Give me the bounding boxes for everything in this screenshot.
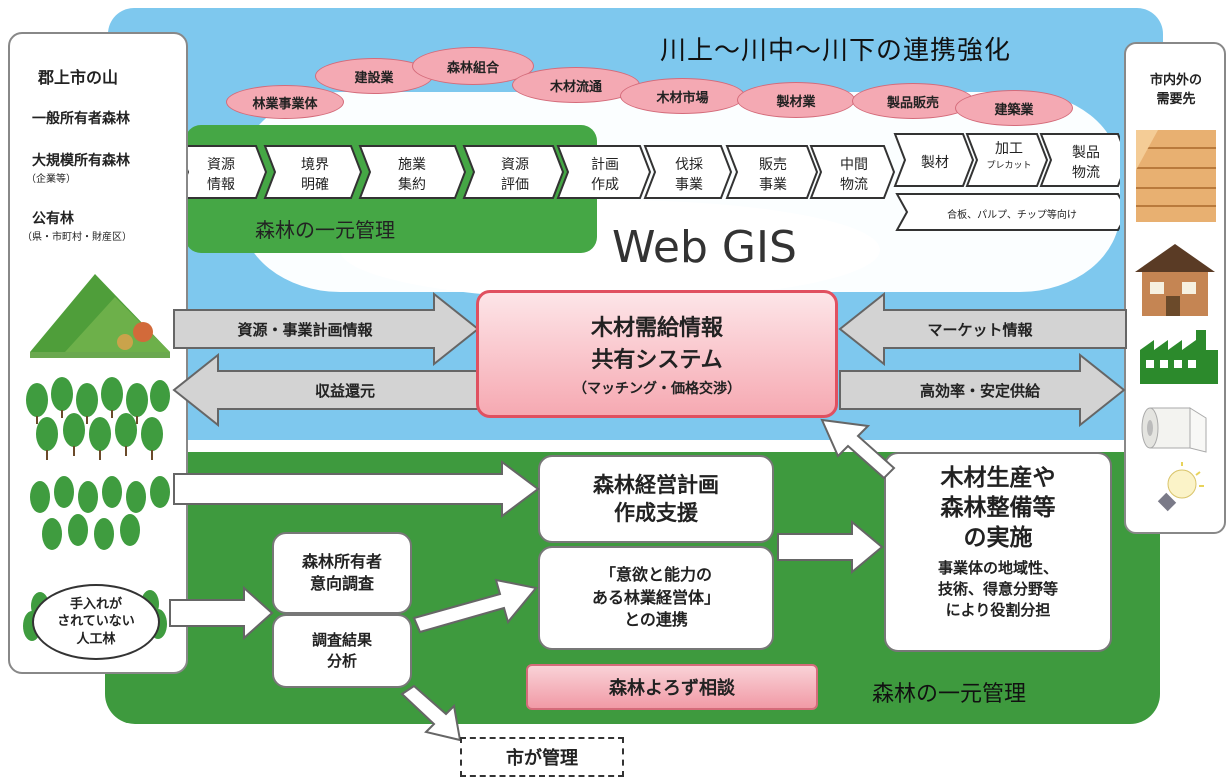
chevron-5 [556, 145, 652, 199]
chevron-6 [643, 145, 733, 199]
system-subtitle: （マッチング・価格交渉） [573, 381, 741, 397]
toilet-paper-icon [1141, 407, 1207, 453]
resource-plan-label: 資源・事業計画情報 [237, 320, 373, 339]
consultation-banner: 森林よろず相談 [526, 664, 818, 710]
chevron-kakou [965, 133, 1049, 187]
webgis-label: Web GIS [612, 222, 797, 273]
header-title: 川上〜川中〜川下の連携強化 [660, 36, 1012, 66]
chevron-3 [358, 145, 467, 199]
city-managed-box: 市が管理 [460, 737, 624, 777]
chevron-label-seizai: 製材 [921, 155, 949, 171]
timber-info-system-box: 木材需給情報 共有システム （マッチング・価格交渉） [476, 290, 838, 418]
system-title-2: 共有システム [591, 348, 723, 373]
chevron-label-8: 中間 物流 [840, 157, 868, 193]
production-title: 木材生産や 森林整備等 の実施 [940, 465, 1056, 551]
plywood-label: 合板、パルプ、チップ等向け [947, 209, 1077, 221]
chevron-plywood [895, 193, 1120, 231]
owner-large-sub: （企業等） [26, 174, 76, 185]
forest-icon [26, 377, 170, 550]
market-info-label: マーケット情報 [927, 320, 1033, 339]
right-panel [1124, 42, 1226, 534]
chevron-7 [725, 145, 819, 199]
chevron-label-1: 資源 情報 [207, 157, 235, 193]
chevron-8 [809, 145, 896, 199]
motivated-entity-box: 「意欲と能力の ある林業経営体」 との連携 [538, 546, 774, 650]
owner-public: 公有林 [32, 211, 74, 227]
untended-forest-bubble: 手入れが されていない 人工林 [32, 584, 160, 660]
chevron-label-2: 境界 明確 [301, 157, 329, 193]
oval-forest-cooperative: 森林組合 [412, 47, 534, 85]
owner-survey-box: 森林所有者 意向調査 [272, 532, 412, 614]
plan-support-box: 森林経営計画 作成支援 [538, 455, 774, 543]
chevron-1 [176, 145, 268, 199]
chevron-seihin [1039, 133, 1120, 187]
chevron-2 [263, 145, 363, 199]
lumber-icon [1136, 130, 1216, 222]
profit-return-arrow [172, 353, 481, 427]
plan-to-production-arrow [777, 520, 884, 575]
system-title-1: 木材需給情報 [590, 316, 723, 341]
mountain-icon [30, 274, 170, 358]
oval-product-sales: 製品販売 [852, 83, 974, 119]
production-desc: 事業体の地域性、 技術、得意分野等 により役割分担 [937, 558, 1058, 619]
oval-timber-distribution: 木材流通 [512, 67, 640, 103]
house-icon [1135, 244, 1215, 316]
bottom-green-label: 森林の一元管理 [872, 682, 1027, 707]
chevron-label-5: 計画 作成 [591, 157, 619, 193]
green-band-top-label: 森林の一元管理 [255, 218, 395, 242]
light-bulb-icon [1157, 462, 1204, 512]
production-box: 木材生産や 森林整備等 の実施 事業体の地域性、 技術、得意分野等 により役割分… [884, 452, 1112, 652]
chevron-label-seihin: 製品 物流 [1072, 145, 1100, 181]
chevron-label-kakou: 加工 プレカット [986, 141, 1032, 171]
survey-to-motivated-arrow [412, 578, 538, 634]
profit-return-label: 収益還元 [314, 381, 375, 400]
untended-to-survey-arrow [169, 586, 274, 640]
owner-general: 一般所有者森林 [32, 111, 130, 127]
left-panel-title: 郡上市の山 [38, 68, 119, 87]
resource-plan-arrow [173, 292, 480, 366]
chevron-seizai [893, 133, 975, 187]
oval-timber-market: 木材市場 [620, 78, 745, 114]
chevron-label-7: 販売 事業 [759, 157, 787, 193]
efficient-supply-label: 高効率・安定供給 [919, 381, 1040, 400]
owner-public-sub: （県・市町村・財産区） [22, 232, 132, 243]
oval-sawmill: 製材業 [737, 82, 855, 118]
process-chevron-row [176, 133, 1120, 231]
survey-analysis-box: 調査結果 分析 [272, 614, 412, 688]
market-info-arrow [838, 292, 1127, 366]
forest-to-plan-arrow [173, 460, 540, 518]
chevron-label-6: 伐採 事業 [675, 157, 703, 193]
chevron-4 [462, 145, 565, 199]
right-panel-title: 市内外の 需要先 [1149, 73, 1202, 107]
oval-building: 建築業 [955, 90, 1073, 126]
chevron-label-4: 資源 評価 [501, 157, 529, 193]
production-to-system-arrow [820, 418, 896, 480]
owner-large: 大規模所有森林 [32, 153, 130, 169]
chevron-label-3: 施業 集約 [398, 157, 426, 193]
factory-icon [1140, 330, 1218, 384]
analysis-to-city-arrow [400, 684, 462, 742]
efficient-supply-arrow [839, 353, 1126, 427]
oval-forestry-entity: 林業事業体 [226, 85, 344, 119]
